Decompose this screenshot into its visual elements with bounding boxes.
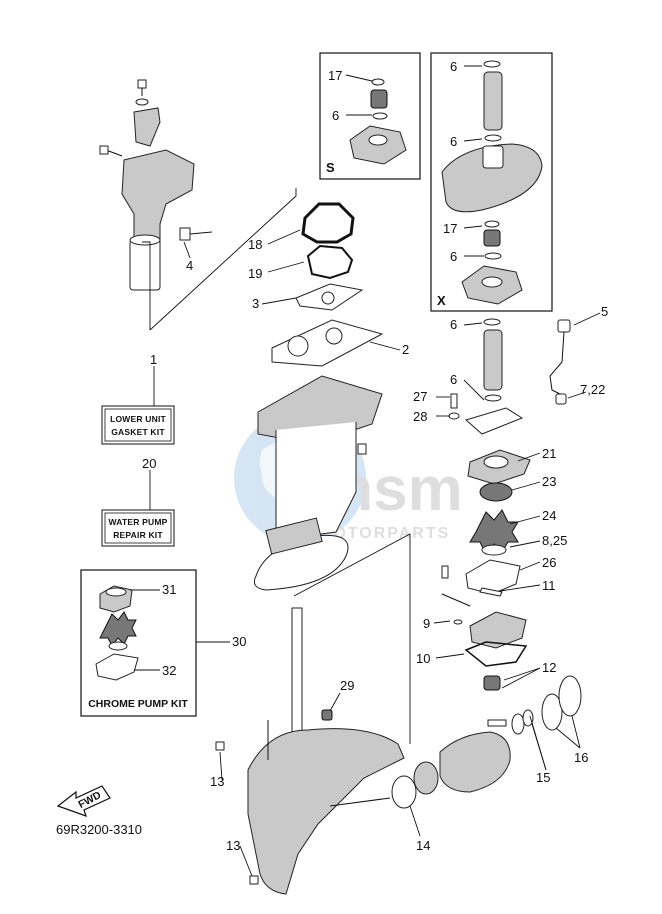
kit-label-box: [101, 509, 175, 547]
callout-23: 23: [542, 474, 556, 489]
callout-13: 13: [226, 838, 240, 853]
inset-s-label: S: [326, 160, 335, 175]
callout-30: 30: [232, 634, 246, 649]
callout-17: 17: [328, 68, 342, 83]
callout-14: 14: [416, 838, 430, 853]
pump-base: [469, 611, 527, 649]
callout-2: 2: [402, 342, 409, 357]
callout-28: 28: [413, 409, 427, 424]
drive-shaft: [291, 607, 303, 749]
gasket-19: [306, 244, 354, 280]
gearcase-assembly: [215, 607, 405, 895]
callout-27: 27: [413, 389, 427, 404]
fwd-direction-arrow: FWD: [56, 785, 111, 817]
o-ring: [541, 693, 563, 731]
callout-4: 4: [186, 258, 193, 273]
inset-x: X: [430, 52, 553, 312]
inset-x-label: X: [437, 293, 446, 308]
exhaust-housing: [253, 375, 383, 591]
callout-15: 15: [536, 770, 550, 785]
callout-3: 3: [252, 296, 259, 311]
callout-7-22: 7,22: [580, 382, 605, 397]
inset-x-frame: [430, 52, 553, 312]
callout-5: 5: [601, 304, 608, 319]
gasket-stack: [271, 202, 384, 367]
diagram-code: 69R3200-3310: [56, 822, 142, 837]
watermark-subtitle: MOTORPARTS: [318, 525, 450, 542]
callout-19: 19: [248, 266, 262, 281]
callout-12: 12: [542, 660, 556, 675]
oil-seal: [483, 675, 501, 691]
callout-6: 6: [450, 317, 457, 332]
kit-name-line2: GASKET KIT: [111, 427, 165, 437]
callout-1: 1: [150, 352, 157, 367]
propeller-shaft-housing: [439, 731, 511, 793]
callout-6: 6: [450, 59, 457, 74]
kit-frame: [80, 569, 197, 717]
callout-6: 6: [332, 108, 339, 123]
callout-16: 16: [574, 750, 588, 765]
water-pump-repair-kit: WATER PUMP REPAIR KIT: [101, 509, 175, 547]
callout-13: 13: [210, 774, 224, 789]
callout-6: 6: [450, 249, 457, 264]
callout-6: 6: [450, 134, 457, 149]
callout-21: 21: [542, 446, 556, 461]
outer-plate: [465, 559, 521, 595]
water-tube: [483, 329, 503, 391]
callout-9: 9: [423, 616, 430, 631]
oil-seal-housing: [370, 89, 388, 109]
callout-29: 29: [340, 678, 354, 693]
gasket-10: [464, 641, 528, 667]
kit-label-box: [101, 405, 175, 445]
impeller: [469, 509, 519, 555]
gasket-18: [301, 202, 355, 244]
callout-18: 18: [248, 237, 262, 252]
arrow-icon: [56, 785, 111, 817]
callout-8-25: 8,25: [542, 533, 567, 548]
callout-10: 10: [416, 651, 430, 666]
water-tube: [483, 71, 503, 131]
callout-11: 11: [542, 578, 556, 593]
callouts: 17 6 6 6 17 6 18 19 3 2 4 5 6 6 7,22 1 2…: [142, 59, 608, 853]
chrome-pump-kit: CHROME PUMP KIT: [80, 569, 197, 717]
o-ring: [371, 78, 385, 86]
kit-name: CHROME PUMP KIT: [88, 698, 188, 710]
kit-name-line1: LOWER UNIT: [110, 414, 166, 424]
water-tube-guide: [464, 407, 524, 435]
inset-s-frame: [319, 52, 421, 180]
callout-24: 24: [542, 508, 556, 523]
leader-lines: [130, 65, 601, 877]
kit-name-line1: WATER PUMP: [109, 517, 168, 527]
gear-case: [247, 728, 405, 895]
callout-32: 32: [162, 663, 176, 678]
inset-s: S: [319, 52, 421, 180]
o-ring: [558, 675, 582, 717]
lower-unit-gasket-kit: LOWER UNIT GASKET KIT: [101, 405, 175, 445]
insert-liner: [479, 482, 513, 502]
o-ring: [391, 775, 417, 809]
water-pump-parts: [441, 318, 571, 691]
o-ring: [372, 112, 388, 120]
callout-26: 26: [542, 555, 556, 570]
callout-20: 20: [142, 456, 156, 471]
callout-31: 31: [162, 582, 176, 597]
upper-casing-assembly: [99, 79, 213, 291]
pin: [479, 587, 503, 597]
kit-name-line2: REPAIR KIT: [113, 530, 163, 540]
o-ring: [481, 544, 507, 556]
prop-shaft-housing-parts: [391, 675, 582, 809]
callout-6: 6: [450, 372, 457, 387]
callout-17: 17: [443, 221, 457, 236]
